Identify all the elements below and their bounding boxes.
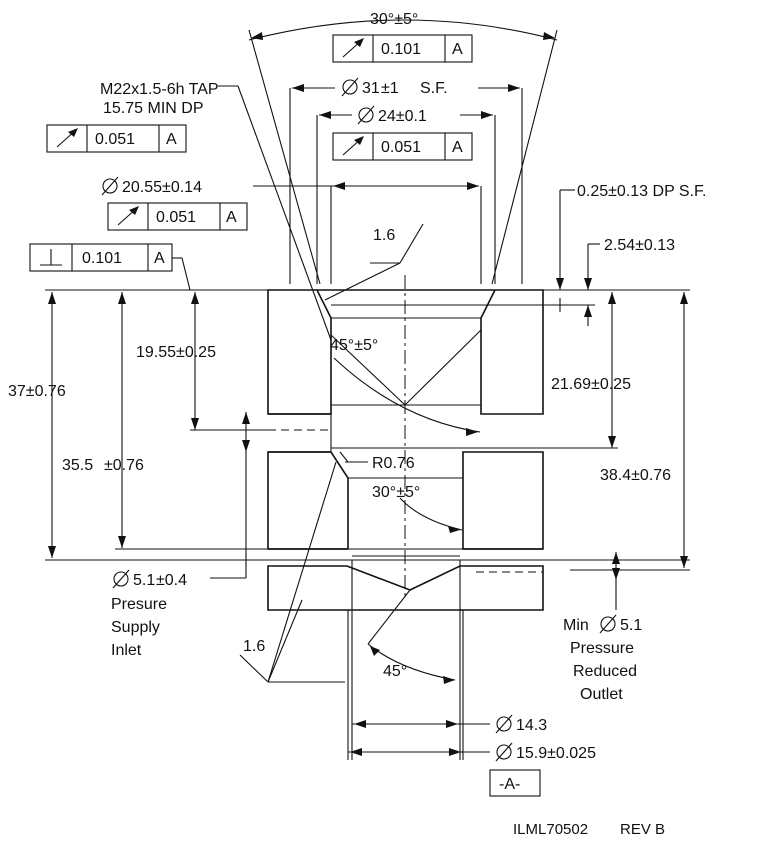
svg-text:Pressure: Pressure [570,640,634,657]
svg-text:15.9±0.025: 15.9±0.025 [516,745,596,762]
svg-text:0.051: 0.051 [381,139,421,156]
fcf-runout-thread: 0.051 A [46,124,187,153]
svg-text:S.F.: S.F. [420,80,448,97]
perpendicularity-icon [40,249,62,266]
surface-finish-bottom: 1.6 [243,638,265,655]
svg-text:0.051: 0.051 [95,131,135,148]
supply-port-callout: 5.1 ±0.4 Presure Supply Inlet [111,569,187,659]
dia-159-callout: 15.9±0.025 [495,742,596,762]
surface-finish-top: 1.6 [373,227,395,244]
svg-text:A: A [452,139,463,156]
angle-45-label: 45° [383,663,407,680]
svg-text:Supply: Supply [111,619,160,636]
right-lower-wall [462,451,544,550]
svg-text:20.55±0.14: 20.55±0.14 [122,179,202,196]
diameter-icon [358,107,374,123]
dia-143-callout: 14.3 [495,714,547,734]
svg-text:Min: Min [563,617,589,634]
circular-runout-icon [342,136,364,156]
svg-text:A: A [166,131,177,148]
svg-text:Inlet: Inlet [111,642,142,659]
dia-24-callout: 24±0.1 [357,105,427,125]
dim-2169: 21.69±0.25 [551,376,631,393]
svg-text:Presure: Presure [111,596,167,613]
datum-a: -A- [489,769,541,797]
dim-355: 35.5 [62,457,93,474]
diameter-icon [600,616,616,632]
svg-text:5.1: 5.1 [620,617,642,634]
svg-text:-A-: -A- [499,776,520,793]
diameter-icon [102,178,118,194]
thread-callout-line2: 15.75 MIN DP [103,100,203,117]
svg-text:Outlet: Outlet [580,686,623,703]
dia-31-callout: 31 ±1 S.F. [341,77,448,97]
dim-1955: 19.55±0.25 [136,344,216,361]
fcf-runout-top: 0.101 A [332,34,473,63]
left-lower-wall [267,451,349,550]
svg-text:A: A [452,41,463,58]
svg-text:0.101: 0.101 [82,250,122,267]
left-upper-wall [267,289,332,415]
drawing-number: ILML70502 [513,821,588,838]
diameter-icon [496,716,512,732]
diameter-icon [496,744,512,760]
diameter-icon [113,571,129,587]
depth-254-label: 2.54±0.13 [604,237,675,254]
svg-text:A: A [154,250,165,267]
circular-runout-icon [342,38,364,58]
angle-30-5-label: 30°±5° [372,484,420,501]
bottom-block [267,565,544,611]
radius-label: R0.76 [372,455,415,472]
callout-text: 30°±5° M22x1.5-6h TAP 15.75 MIN DP 31 ±1… [8,11,706,838]
thread-callout-line1: M22x1.5-6h TAP [100,81,219,98]
svg-text:14.3: 14.3 [516,717,547,734]
angle-45-5-label: 45°±5° [330,337,378,354]
svg-text:5.1: 5.1 [133,572,155,589]
svg-text:31: 31 [362,80,380,97]
depth-sf-label: 0.25±0.13 DP S.F. [577,183,706,200]
svg-text:24±0.1: 24±0.1 [378,108,427,125]
svg-text:Reduced: Reduced [573,663,637,680]
outlet-port-callout: Min 5.1 Pressure Reduced Outlet [563,614,642,703]
fcf-perpendicularity: 0.101 A [29,243,173,272]
fcf-runout-24: 0.051 A [332,132,473,161]
dim-37: 37±0.76 [8,383,66,400]
svg-text:A: A [226,209,237,226]
dimension-lines [45,19,690,760]
circular-runout-icon [117,206,139,226]
angle-top-label: 30°±5° [370,11,418,28]
revision: REV B [620,821,665,838]
svg-text:0.051: 0.051 [156,209,196,226]
right-upper-wall [480,289,544,415]
circular-runout-icon [56,128,78,148]
bore-outlines [268,275,543,600]
svg-text:0.101: 0.101 [381,41,421,58]
fcf-runout-2055: 0.051 A [107,202,248,231]
svg-text:±1: ±1 [381,80,399,97]
svg-text:±0.4: ±0.4 [156,572,187,589]
diameter-icon [342,79,358,95]
dim-384: 38.4±0.76 [600,467,671,484]
dia-2055-callout: 20.55±0.14 [101,176,202,196]
dim-355-tol: ±0.76 [104,457,144,474]
